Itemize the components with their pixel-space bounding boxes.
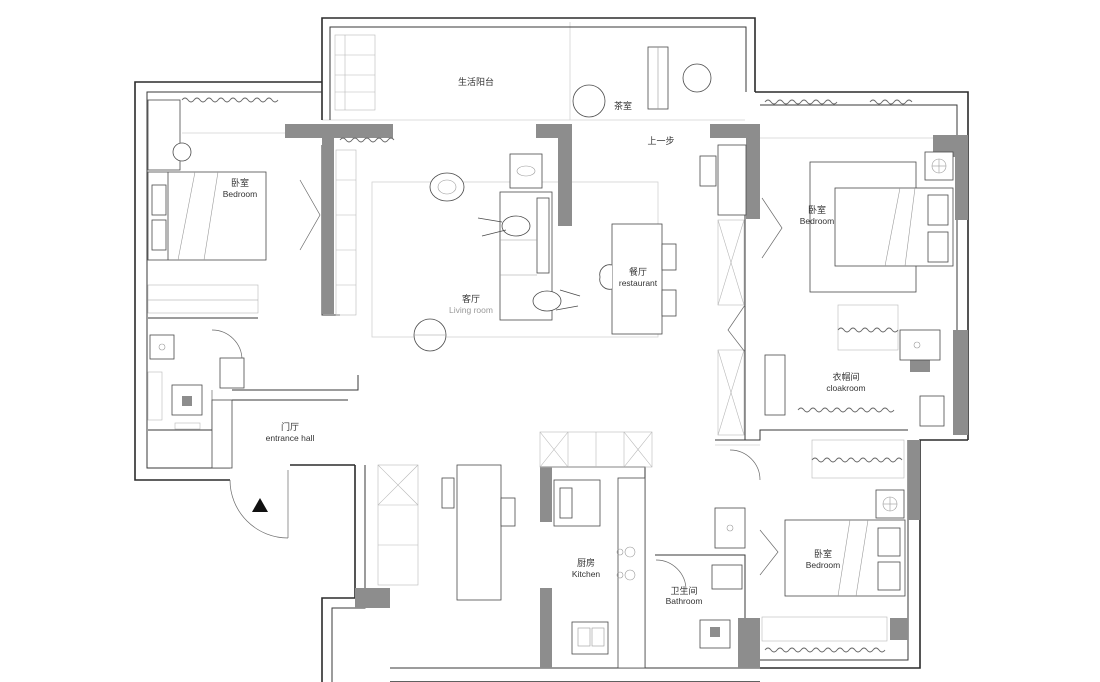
label-cloakroom-cn: 衣帽间 <box>832 371 859 382</box>
bedroom-right-bottom <box>729 439 906 653</box>
label-kitchen-en: Kitchen <box>572 569 601 579</box>
label-cloakroom-en: cloakroom <box>826 383 865 393</box>
label-bedroom-left-cn: 卧室 <box>231 177 249 188</box>
living-room <box>413 153 581 352</box>
label-living-room-cn: 客厅 <box>462 293 480 304</box>
triangle-arrow-icon <box>252 498 268 512</box>
label-step-up-cn: 上一步 <box>647 136 674 146</box>
bathroom <box>655 507 746 649</box>
kitchen <box>377 431 653 669</box>
label-living-room-en: Living room <box>449 305 493 315</box>
label-bedroom-right-bottom-cn: 卧室 <box>814 548 832 559</box>
label-bedroom-left-en: Bedroom <box>223 189 258 199</box>
balcony-zone <box>334 34 712 143</box>
label-bedroom-right-top-en: Bedroom <box>800 216 835 226</box>
label-bedroom-right-bottom-en: Bedroom <box>806 560 841 570</box>
label-restaurant-en: restaurant <box>619 278 658 288</box>
columns <box>285 124 968 668</box>
label-entrance-hall-cn: 门厅 <box>281 421 299 432</box>
bedroom-left <box>147 97 357 316</box>
bedroom-right-top <box>761 99 954 293</box>
label-kitchen-cn: 厨房 <box>577 557 595 568</box>
label-bathroom-en: Bathroom <box>666 596 703 606</box>
label-tea-room-cn: 茶室 <box>614 100 632 111</box>
cloakroom <box>764 304 945 427</box>
label-bathroom-cn: 卫生间 <box>670 585 697 596</box>
label-restaurant-cn: 餐厅 <box>629 266 647 277</box>
label-entrance-hall-en: entrance hall <box>266 433 315 443</box>
entrance <box>211 399 289 539</box>
dining <box>599 144 747 436</box>
label-balcony-cn: 生活阳台 <box>458 76 494 87</box>
label-bedroom-right-top-cn: 卧室 <box>808 204 826 215</box>
room-labels: 生活阳台 茶室 上一步 卧室 Bedroom 卧室 Bedroom 餐厅 res… <box>223 76 866 606</box>
